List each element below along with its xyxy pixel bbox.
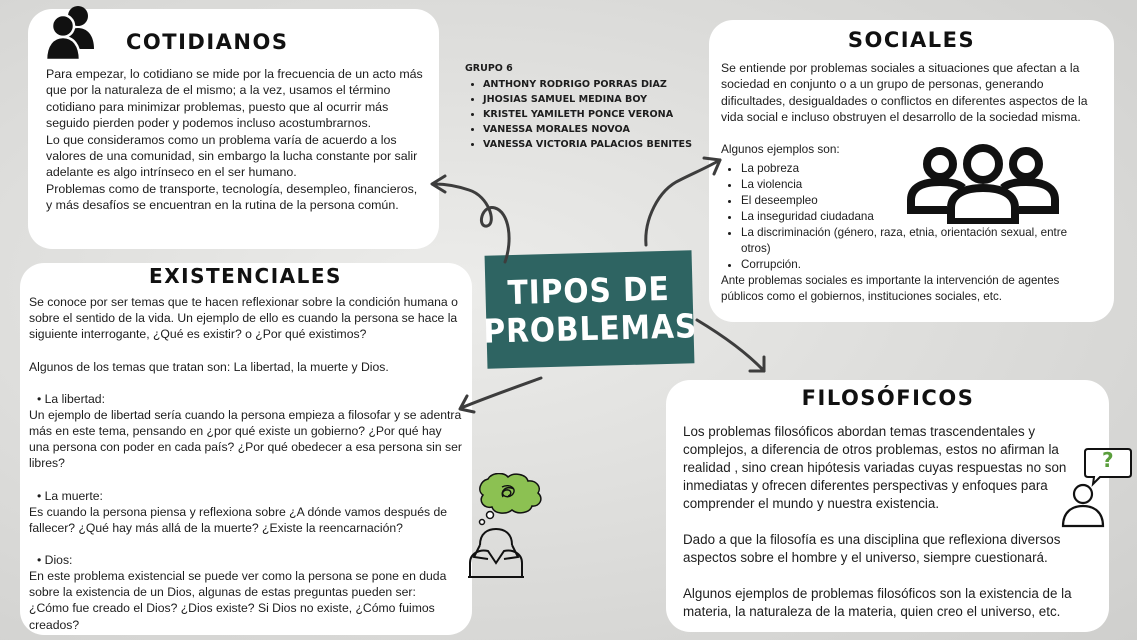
group-members: GRUPO 6 ANTHONY RODRIGO PORRAS DIAZ JHOS… [465, 63, 705, 152]
dios-label-text: Dios: [44, 553, 73, 568]
title-line-2: PROBLEMAS [482, 305, 698, 351]
group-title: GRUPO 6 [465, 63, 513, 74]
sociales-closing: Ante problemas sociales es importante la… [721, 274, 1060, 304]
sociales-examples-label: Algunos ejemplos son: [721, 142, 840, 157]
arrow-to-existenciales [458, 376, 543, 414]
sociales-intro: Se entiende por problemas sociales a sit… [721, 61, 1088, 124]
group-people-icon [907, 144, 1059, 224]
muerte-label: • La muerte: [37, 488, 103, 503]
list-item: KRISTEL YAMILETH PONCE VERONA [483, 107, 705, 122]
libertad-label: • La libertad: [37, 391, 105, 406]
list-item: VANESSA VICTORIA PALACIOS BENITES [483, 137, 705, 152]
list-item: La violencia [741, 177, 1071, 193]
members-list: ANTHONY RODRIGO PORRAS DIAZ JHOSIAS SAMU… [465, 77, 705, 152]
title-line-1: TIPOS DE [507, 268, 671, 312]
muerte-text: Es cuando la persona piensa y reflexiona… [29, 504, 448, 535]
list-item: El deseempleo [741, 193, 1071, 209]
list-item: Corrupción. [741, 257, 1071, 273]
existenciales-heading: EXISTENCIALES [149, 264, 342, 288]
sociales-examples-list: La pobreza La violencia El deseempleo La… [721, 161, 1071, 273]
muerte-label-text: La muerte: [44, 488, 103, 503]
filosoficos-paragraph-2: Dado a que la filosofía es una disciplin… [683, 532, 1061, 565]
list-item: La inseguridad ciudadana [741, 209, 1071, 225]
arrow-to-sociales [644, 156, 722, 247]
thinking-person-icon [468, 473, 542, 578]
question-person-icon: ? [1058, 446, 1133, 530]
dios-label: • Dios: [37, 553, 73, 568]
existenciales-intro: Se conoce por ser temas que te hacen ref… [29, 295, 458, 342]
two-people-icon [45, 6, 94, 61]
list-item: La pobreza [741, 161, 1071, 177]
libertad-text: Un ejemplo de libertad sería cuando la p… [29, 407, 462, 471]
arrow-to-filosoficos [695, 318, 766, 373]
libertad-label-text: La libertad: [44, 391, 105, 406]
question-mark: ? [1102, 448, 1114, 472]
filosoficos-heading: FILOSÓFICOS [801, 386, 975, 410]
list-item: VANESSA MORALES NOVOA [483, 122, 705, 137]
speech-bubble-icon [1061, 448, 1132, 528]
card-sociales: SOCIALES Se entiende por problemas socia… [709, 20, 1114, 322]
filosoficos-paragraph-1: Los problemas filosóficos abordan temas … [683, 424, 1067, 511]
list-item: ANTHONY RODRIGO PORRAS DIAZ [483, 77, 705, 92]
cotidianos-heading: COTIDIANOS [126, 30, 289, 54]
card-existenciales: EXISTENCIALES Se conoce por ser temas qu… [20, 263, 542, 635]
cotidianos-paragraph-2: Lo que consideramos como un problema var… [46, 132, 418, 180]
sociales-heading: SOCIALES [847, 28, 976, 52]
existenciales-topics-intro: Algunos de los temas que tratan son: La … [29, 359, 389, 374]
cotidianos-paragraph-3: Problemas como de transporte, tecnología… [46, 181, 418, 213]
filosoficos-paragraph-3: Algunos ejemplos de problemas filosófico… [683, 586, 1072, 619]
list-item: La discriminación (género, raza, etnia, … [741, 225, 1071, 257]
arrow-to-cotidianos [430, 174, 511, 264]
cotidianos-paragraph-1: Para empezar, lo cotidiano se mide por l… [46, 67, 423, 131]
list-item: JHOSIAS SAMUEL MEDINA BOY [483, 92, 705, 107]
card-cotidianos: COTIDIANOS Para empezar, lo cotidiano se… [28, 6, 439, 249]
dios-text: En este problema existencial se puede ve… [29, 569, 447, 632]
card-filosoficos: FILOSÓFICOS Los problemas filosóficos ab… [666, 380, 1109, 632]
